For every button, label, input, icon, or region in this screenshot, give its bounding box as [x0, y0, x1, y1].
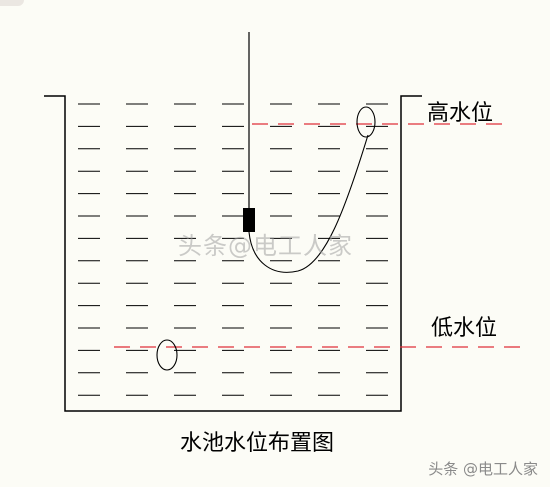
- low-float-ball: [156, 339, 178, 371]
- watermark-footer: 头条 @电工人家: [428, 460, 538, 478]
- watermark-center: 头条@电工人家: [178, 232, 353, 260]
- high-float-ball: [356, 106, 376, 138]
- low-water-level-label: 低水位: [431, 316, 497, 341]
- probe-sensor: [243, 208, 255, 232]
- water-dash-lines: [78, 103, 388, 396]
- diagram-title: 水池水位布置图: [180, 431, 334, 456]
- high-water-level-label: 高水位: [427, 101, 493, 126]
- corner-tab: [0, 0, 24, 6]
- float-cable: [248, 134, 369, 273]
- tank-left-wall: [44, 95, 422, 412]
